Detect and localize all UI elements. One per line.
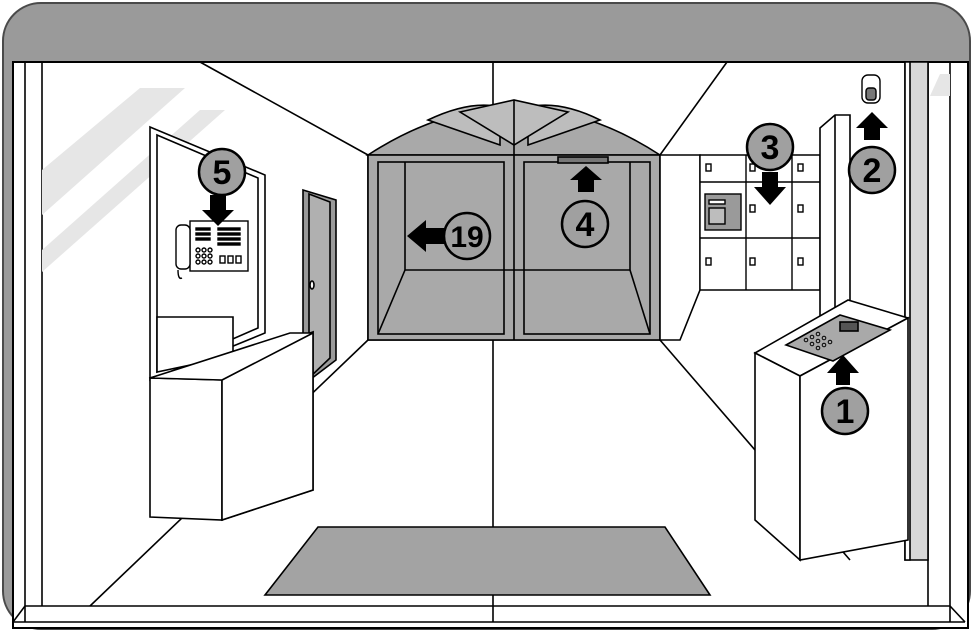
callout-19: 19: [444, 213, 490, 259]
callout-19-label: 19: [450, 221, 483, 254]
glass-entrance-doors: [368, 100, 660, 340]
callout-4: 4: [562, 201, 608, 247]
callout-1-label: 1: [836, 393, 855, 431]
callout-3: 3: [747, 124, 793, 170]
wall-sensor: [862, 75, 880, 103]
floor-mat: [265, 527, 710, 595]
callout-1: 1: [822, 388, 868, 434]
callout-5: 5: [199, 149, 245, 195]
callout-4-label: 4: [576, 206, 595, 244]
locker-bank: [700, 155, 820, 290]
right-column: [820, 115, 850, 330]
callout-5-label: 5: [213, 154, 232, 192]
callout-2: 2: [849, 147, 895, 193]
callout-2-label: 2: [863, 152, 882, 190]
callout-3-label: 3: [761, 129, 780, 167]
